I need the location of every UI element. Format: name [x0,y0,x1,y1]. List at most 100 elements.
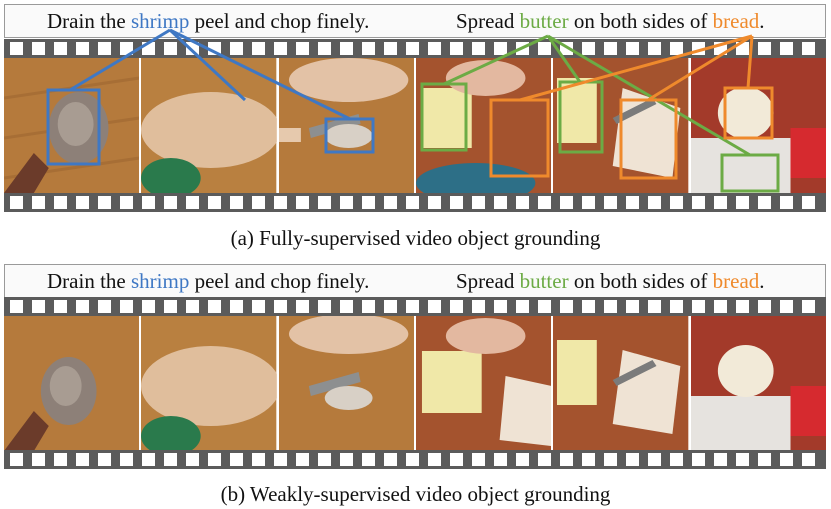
sprocket-hole [604,42,617,55]
sentence-butter-bread: Spread butter on both sides of bread. [456,9,765,34]
object-word-bread: bread [712,269,760,293]
video-frame-5 [553,58,689,193]
sprocket-hole [648,300,661,313]
sprocket-hole [274,300,287,313]
sprocket-hole [494,196,507,209]
sprocket-hole [714,196,727,209]
sprocket-hole [186,453,199,466]
sprocket-hole [32,42,45,55]
video-frame-3 [278,316,414,451]
sprocket-hole [626,453,639,466]
sprocket-hole [626,42,639,55]
sprocket-hole [450,196,463,209]
sprocket-hole [98,42,111,55]
sprocket-hole [450,42,463,55]
sprocket-hole [472,300,485,313]
sentence-text: peel and chop finely. [189,9,370,33]
sprocket-hole [758,300,771,313]
sprocket-hole [582,196,595,209]
sprocket-hole [10,42,23,55]
sentence-text: on both sides of [568,269,713,293]
sprocket-hole [142,42,155,55]
sprocket-hole [692,300,705,313]
sentence-bar: Drain the shrimp peel and chop finely. S… [4,264,826,298]
video-frames [4,316,826,451]
sprocket-hole [296,42,309,55]
sprocket-hole [362,42,375,55]
sprocket-hole [428,453,441,466]
panel-fully-supervised: Drain the shrimp peel and chop finely. S… [4,4,826,250]
sprocket-hole [120,300,133,313]
sprocket-hole [318,196,331,209]
video-frame-1 [4,58,140,193]
object-word-shrimp: shrimp [130,269,190,293]
sprocket-hole [538,196,551,209]
sprocket-hole [76,300,89,313]
sprocket-hole [428,196,441,209]
sentence-text: . [759,9,765,33]
sprocket-hole [802,453,815,466]
sprocket-hole [120,453,133,466]
sprocket-hole [692,196,705,209]
sprocket-hole [230,42,243,55]
sprocket-hole [692,42,705,55]
object-word-butter: butter [519,269,569,293]
sprocket-hole [32,300,45,313]
sprocket-hole [758,453,771,466]
sprocket-hole [538,453,551,466]
sprocket-hole [384,196,397,209]
sprocket-hole [802,42,815,55]
sprocket-hole [582,300,595,313]
sprocket-hole [164,196,177,209]
sprocket-hole [582,453,595,466]
sprocket-hole [274,196,287,209]
sprocket-hole [142,453,155,466]
sprocket-hole [274,42,287,55]
sprocket-hole [560,196,573,209]
sprocket-hole [208,42,221,55]
sprocket-hole [494,300,507,313]
video-frames [4,58,826,193]
object-word-butter: butter [519,9,569,33]
sprocket-hole [604,300,617,313]
sprocket-hole [186,42,199,55]
sprocket-hole [384,300,397,313]
sprocket-hole [54,453,67,466]
sprocket-hole [340,453,353,466]
film-strip-top [4,297,826,316]
sprocket-hole [98,196,111,209]
sprocket-hole [384,42,397,55]
sprocket-hole [648,453,661,466]
sprocket-hole [604,196,617,209]
sprocket-hole [780,196,793,209]
sprocket-hole [32,453,45,466]
sprocket-hole [252,42,265,55]
sprocket-hole [208,453,221,466]
sprocket-hole [76,196,89,209]
sprocket-hole [516,42,529,55]
sprocket-hole [516,453,529,466]
sprocket-hole [406,42,419,55]
video-frame-1 [4,316,140,451]
film-strip-bottom [4,193,826,212]
sprocket-hole [142,300,155,313]
sprocket-hole [340,42,353,55]
sprocket-hole [252,196,265,209]
sprocket-hole [494,42,507,55]
sprocket-hole [318,453,331,466]
sprocket-hole [318,300,331,313]
film-strip-top [4,39,826,58]
sprocket-hole [516,196,529,209]
video-frame-6 [690,316,826,451]
sentence-text: Drain the [47,9,131,33]
sprocket-hole [362,453,375,466]
video-frame-3 [278,58,414,193]
sprocket-hole [406,300,419,313]
sentence-text: Drain the [47,269,131,293]
sprocket-hole [406,196,419,209]
film-strip-bottom [4,450,826,469]
sprocket-hole [54,196,67,209]
sprocket-hole [560,42,573,55]
sprocket-hole [252,300,265,313]
sentence-shrimp: Drain the shrimp peel and chop finely. [47,9,369,34]
